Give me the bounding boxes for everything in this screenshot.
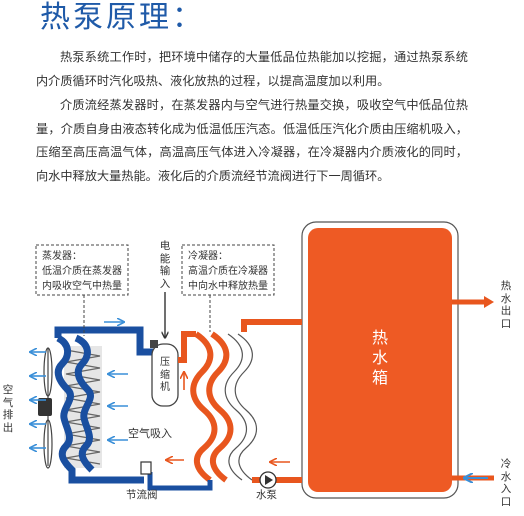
compressor-label: 压缩机 bbox=[160, 357, 170, 393]
page-title: 热泵原理： bbox=[40, 0, 205, 35]
condenser-title: 冷凝器： bbox=[188, 251, 228, 262]
condenser-desc-line2: 中向水中释放热量 bbox=[188, 281, 268, 292]
hot-water-outlet-arrow bbox=[484, 296, 494, 308]
air-in-arrows bbox=[108, 374, 128, 440]
throttle-valve-label: 节流阀 bbox=[126, 489, 158, 501]
hot-gas-line bbox=[178, 331, 196, 363]
evaporator-callout-box bbox=[35, 244, 129, 296]
evaporator-desc-line2: 内吸收空气中热量 bbox=[42, 281, 122, 292]
fan bbox=[38, 347, 53, 469]
condenser-water-coil-outer bbox=[234, 333, 258, 481]
water-pump bbox=[259, 471, 277, 489]
hot-water-return-pipe bbox=[241, 319, 302, 332]
liquid-line bbox=[147, 472, 213, 491]
air-out-arrows bbox=[30, 352, 46, 448]
evaporator-title: 蒸发器： bbox=[42, 251, 82, 262]
hot-water-tank bbox=[301, 221, 459, 499]
power-input-label: 电能输入 bbox=[159, 240, 171, 290]
water-pump-label: 水泵 bbox=[256, 489, 277, 501]
hot-water-tank-label: 热水箱 bbox=[372, 328, 389, 387]
condenser-callout: 冷凝器： 高温介质在冷凝器 中向水中释放热量 bbox=[188, 249, 268, 294]
intro-paragraph: 热泵系统工作时，把环境中储存的大量低品位热能加以挖掘，通过热泵系统内介质循环时汽… bbox=[36, 50, 468, 88]
condenser-desc-line1: 高温介质在冷凝器 bbox=[188, 266, 268, 277]
evaporator-desc-line1: 低温介质在蒸发器 bbox=[42, 266, 122, 277]
condenser-coil-second bbox=[206, 331, 234, 483]
compressor bbox=[150, 340, 179, 407]
throttle-valve bbox=[140, 461, 152, 475]
air-in-label: 空气吸入 bbox=[128, 427, 172, 440]
condenser-coil bbox=[190, 331, 218, 483]
air-out-label: 空气排出 bbox=[2, 384, 14, 434]
suction-line bbox=[54, 326, 156, 356]
hot-water-outlet-label: 热水出口 bbox=[500, 280, 512, 330]
process-paragraph: 介质流经蒸发器时，在蒸发器内与空气进行热量交换，吸收空气中低品位热量，介质自身由… bbox=[36, 98, 468, 183]
cold-water-inlet-label: 冷水入口 bbox=[500, 458, 512, 508]
condenser-water-coil bbox=[224, 333, 248, 481]
evaporator-coil bbox=[54, 334, 144, 484]
evaporator-callout: 蒸发器： 低温介质在蒸发器 内吸收空气中热量 bbox=[42, 249, 122, 294]
condenser-callout-box bbox=[181, 244, 275, 296]
evaporator-coil-inner bbox=[74, 334, 95, 473]
